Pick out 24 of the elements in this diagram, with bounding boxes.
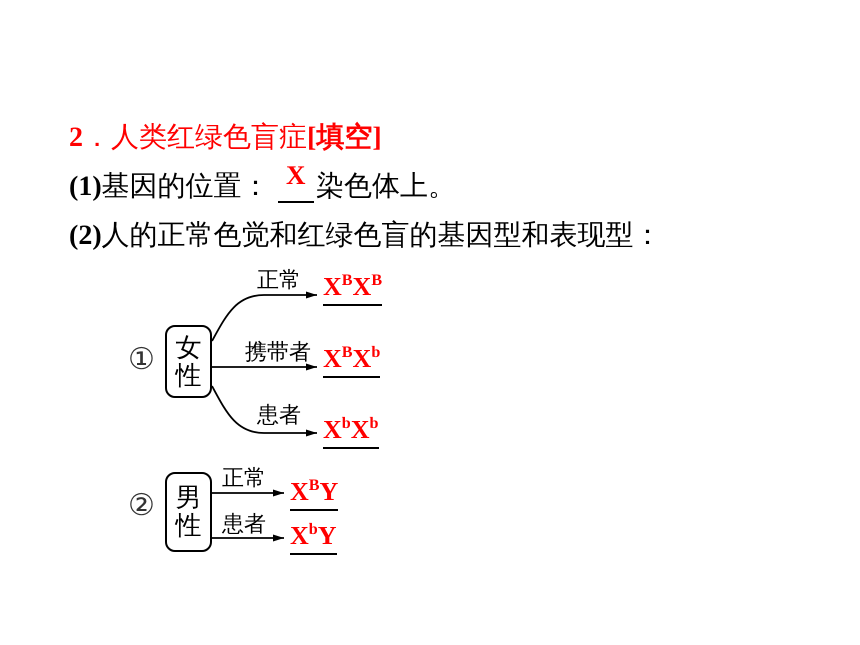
rounded-box: 男性 — [165, 472, 212, 552]
arrow — [212, 534, 284, 542]
answer-text: X$^{b}$X$^{b}$ — [317, 415, 378, 445]
edge-label: 患者 — [257, 401, 301, 429]
answer-text: X$^{B}$Y — [284, 477, 338, 507]
edge-label: 正常 — [222, 464, 266, 492]
arrow — [211, 292, 317, 342]
answer-text: X$^{B}$X$^{b}$ — [317, 344, 380, 374]
arrow — [212, 364, 317, 370]
question-text: (2)人的正常色觉和红绿色盲的基因型和表现型： — [69, 219, 662, 253]
answer-text: X$^{b}$Y — [284, 521, 337, 551]
circled-number: ② — [128, 489, 155, 523]
edge-label: 携带者 — [245, 338, 311, 366]
answer-text: X$^{B}$X$^{B}$ — [317, 272, 382, 302]
answer-text: X — [286, 160, 306, 190]
question-text: (1)基因的位置： — [69, 170, 270, 204]
arrow — [212, 490, 284, 496]
arrow — [211, 386, 317, 436]
edge-label: 正常 — [257, 266, 301, 294]
question-text: 染色体上。 — [316, 170, 456, 204]
title: 2．人类红绿色盲症[填空] — [69, 121, 382, 155]
edge-label: 患者 — [222, 510, 266, 538]
rounded-box: 女性 — [165, 325, 212, 398]
circled-number: ① — [128, 343, 155, 377]
